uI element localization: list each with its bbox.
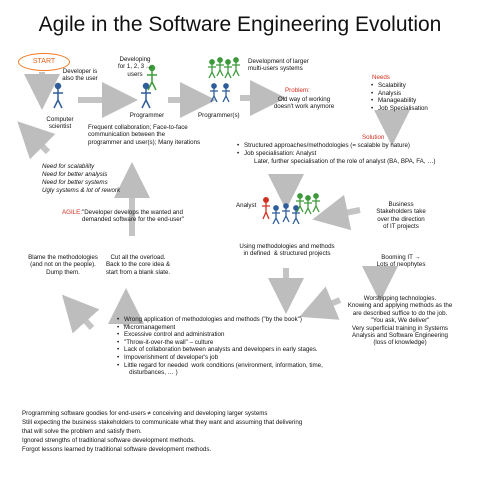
solution-label: Solution: [362, 134, 385, 141]
start-node: START: [18, 53, 70, 71]
programmers-icon: [210, 83, 230, 103]
blame-methodologies-label: Blame the methodologies (and not on the …: [28, 254, 98, 276]
programmer-icon: [141, 82, 151, 109]
problems-list: Wrong application of methodologies and m…: [116, 316, 323, 377]
computer-scientist-icon: [53, 82, 63, 109]
problem-item: Impoverishment of developer's job: [117, 354, 323, 362]
bottom-line: Programming software goodies for end-use…: [22, 410, 268, 417]
developing-users-label: Developing for 1, 2, 3 … users: [117, 56, 153, 78]
bottom-line: Ignored strengths of traditional softwar…: [22, 437, 196, 444]
problem-text: Old way of working doesn't work anymore: [273, 96, 335, 111]
needs-list: Scalability Analysis Manageability Job S…: [370, 82, 428, 112]
needs-label: Needs: [372, 74, 390, 81]
agile-text: "Developer develops the wanted and deman…: [82, 209, 184, 224]
problem-label: Problem:: [285, 87, 310, 94]
worshipping-technologies-label: Worshipping technologies. Knowing and ap…: [347, 295, 453, 347]
problem-item: Micromanagement: [117, 324, 323, 332]
need-italic: Need for better analysis: [42, 171, 108, 178]
business-stakeholders-label: Business Stakeholders take over the dire…: [376, 201, 426, 231]
analyst-icon: [262, 197, 270, 220]
stakeholders-icon: [296, 193, 320, 215]
analyst-label: Analyst: [236, 202, 257, 209]
solution-later-note: Later, further specialisation of the rol…: [254, 158, 436, 165]
problem-item: "Throw-it-over-the wall" – culture: [117, 339, 323, 347]
cut-overload-label: Cut all the overload. Back to the core i…: [105, 254, 171, 276]
booming-it-label: Booming IT → Lots of neophytes: [376, 254, 426, 269]
solution-list: Structured approaches/methodologies (= s…: [236, 142, 410, 157]
multi-users-icon: [208, 57, 240, 79]
programmers-label: Programmer(s): [198, 112, 240, 119]
solution-item: Job specialisation: Analyst: [237, 150, 410, 158]
arrow-needs-to-dev: [17, 121, 56, 160]
arrow-analyst-right: [312, 194, 361, 231]
arrow-problems-to-blame: [61, 294, 100, 334]
need-italic: Need for scalability: [42, 163, 95, 170]
bottom-line: Forgot lessons learned by traditional so…: [22, 446, 212, 453]
bottom-line: that will solve the problem and satisfy …: [22, 428, 142, 435]
problem-item: Little regard for needed work conditions…: [117, 362, 323, 377]
user-icon: [147, 64, 157, 91]
need-item: Manageability: [371, 97, 428, 105]
programmer-label: Programmer: [129, 112, 165, 119]
need-item: Scalability: [371, 82, 428, 90]
problem-item: Wrong application of methodologies and m…: [117, 316, 323, 324]
problem-item: Lack of collaboration between analysts a…: [117, 346, 323, 354]
agile-label: AGILE:: [62, 209, 82, 216]
need-item: Job Specialisation: [371, 105, 428, 113]
large-systems-label: Development of larger multi-users system…: [248, 58, 309, 73]
computer-scientist-label: Computer scientist: [46, 116, 74, 131]
bottom-line: Still expecting the business stakeholder…: [22, 419, 303, 426]
need-italic: Ugly systems & lot of rework: [42, 187, 121, 194]
arrow-worship-left: [299, 286, 342, 320]
solution-item: Structured approaches/methodologies (= s…: [237, 142, 410, 150]
problem-item: Excessive control and administration: [117, 331, 323, 339]
developer-is-user-label: Developer is also the user: [62, 68, 98, 83]
frequent-collaboration-note: Frequent collaboration; Face-to-face com…: [88, 124, 201, 146]
need-italic: Need for better systems: [42, 179, 108, 186]
using-methodologies-label: Using methodologies and methods in defin…: [239, 243, 335, 258]
need-item: Analysis: [371, 90, 428, 98]
page-title: Agile in the Software Engineering Evolut…: [38, 13, 442, 36]
development-team-icon: [272, 203, 300, 225]
